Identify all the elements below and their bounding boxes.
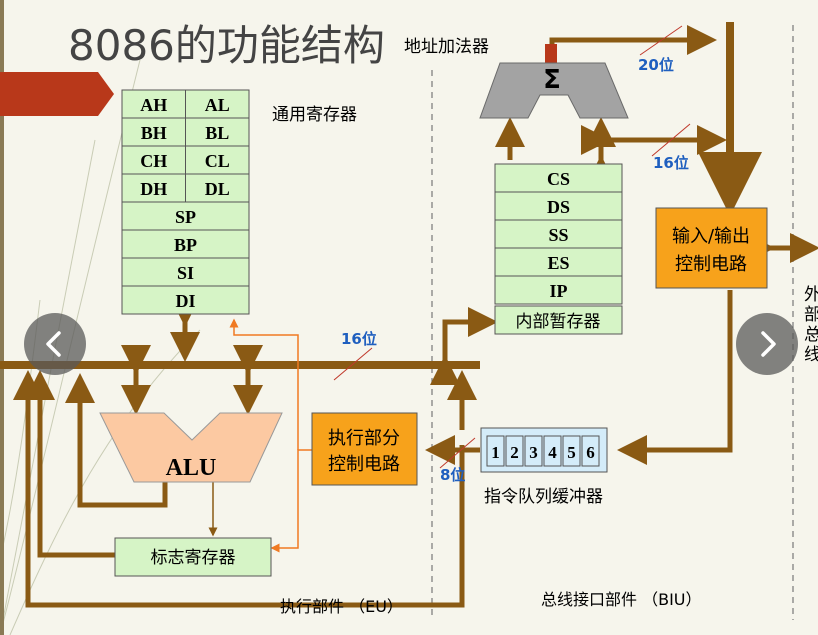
exec-control-box (311, 412, 418, 486)
adder-output-stub (545, 44, 557, 64)
internal-temp-register (494, 305, 623, 335)
control-line-registers (229, 318, 299, 450)
io-control-line1: 输入/输出 (672, 226, 750, 247)
register-label: SI (177, 263, 194, 283)
external-bus-char-2: 部 (804, 305, 818, 325)
queue-cell (562, 435, 581, 467)
eu-caption: 执行部件 （EU） (280, 597, 403, 616)
register-cell (121, 201, 250, 231)
segment-register-label: ES (547, 253, 569, 273)
queue-cell (505, 435, 524, 467)
bit-width-ticks (333, 25, 691, 469)
flags-register-box (114, 537, 272, 577)
exec-control-line1: 执行部分 (328, 428, 400, 449)
queue-label: 指令队列缓冲器 (484, 487, 603, 507)
adder-label: 地址加法器 (404, 37, 489, 57)
label-16bit-top: 16位 (653, 154, 689, 172)
bus-lines (0, 22, 818, 608)
register-cell (121, 89, 186, 119)
register-cell (121, 285, 250, 315)
general-registers: AH AL BH BL CH CL DH DL SP BP SI DI (121, 89, 250, 315)
register-label: CH (140, 151, 167, 171)
adder-sigma: Σ (543, 65, 561, 95)
queue-cell-label: 6 (586, 443, 595, 462)
register-cell (185, 173, 250, 203)
left-edge-stripe (0, 0, 4, 635)
chevron-left-icon (46, 331, 61, 357)
label-20bit: 20位 (638, 56, 674, 74)
segment-registers: CS DS SS ES IP (494, 163, 623, 305)
page-title: 8086的功能结构 (68, 21, 385, 70)
register-cell (121, 229, 250, 259)
segment-register-cell (494, 275, 623, 305)
queue-cell (543, 435, 562, 467)
label-16bit-bus: 16位 (341, 330, 377, 348)
prev-slide-button[interactable] (24, 313, 86, 375)
queue-cell-label: 4 (548, 443, 557, 462)
queue-cell (524, 435, 543, 467)
register-label: AL (205, 95, 230, 115)
segment-register-label: CS (547, 169, 570, 189)
internal-temp-label: 内部暂存器 (516, 312, 601, 332)
register-label: AH (140, 95, 167, 115)
queue-cell-label: 5 (567, 443, 576, 462)
queue-cell (581, 435, 600, 467)
external-bus-char-3: 总 (804, 325, 818, 345)
register-label: SP (175, 207, 196, 227)
gp-registers-label: 通用寄存器 (272, 105, 357, 125)
segment-register-cell (494, 247, 623, 277)
segment-register-cell (494, 163, 623, 193)
register-label: DI (175, 291, 195, 311)
alu-label: ALU (166, 455, 217, 481)
external-bus-char-4: 线 (804, 345, 818, 365)
register-label: DH (140, 179, 167, 199)
queue-cell (486, 435, 505, 467)
register-cell (121, 257, 250, 287)
register-cell (185, 117, 250, 147)
segment-register-cell (494, 191, 623, 221)
register-cell (121, 145, 186, 175)
register-label: BL (205, 123, 229, 143)
register-cell (185, 89, 250, 119)
io-control-box (655, 207, 768, 289)
queue-cell-label: 3 (529, 443, 538, 462)
external-bus-char-1: 外 (804, 285, 818, 305)
alu-shape (99, 412, 283, 483)
segment-register-label: DS (547, 197, 570, 217)
queue-cell-label: 1 (491, 443, 500, 462)
segment-register-label: SS (548, 225, 568, 245)
register-cell (121, 173, 186, 203)
exec-control-line2: 控制电路 (328, 454, 400, 475)
chevron-right-icon (761, 331, 776, 357)
flags-register-label: 标志寄存器 (151, 548, 236, 568)
label-8bit: 8位 (440, 466, 465, 484)
io-control-line2: 控制电路 (675, 254, 747, 275)
control-line (270, 449, 312, 553)
address-adder (479, 62, 629, 119)
queue-cell-label: 2 (510, 443, 519, 462)
biu-caption: 总线接口部件 （BIU） (541, 590, 702, 609)
segment-register-cell (494, 219, 623, 249)
segment-register-label: IP (550, 281, 568, 301)
title-ribbon (0, 72, 114, 116)
register-label: CL (205, 151, 230, 171)
register-label: BH (141, 123, 167, 143)
next-slide-button[interactable] (736, 313, 798, 375)
register-label: DL (205, 179, 230, 199)
register-label: BP (174, 235, 197, 255)
